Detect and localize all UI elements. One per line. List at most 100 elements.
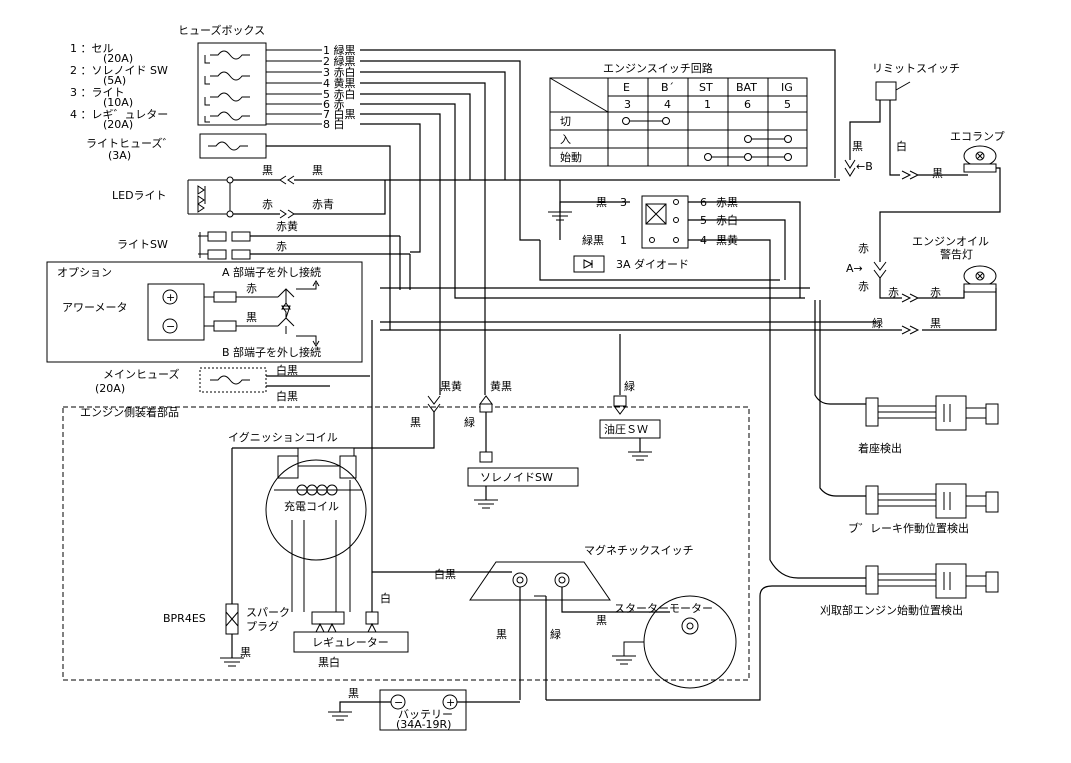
magnetic-wire-white-black: 白黒 (434, 567, 456, 581)
spark-plug-model: BPR4ES (163, 612, 206, 625)
sensor-seat: 着座検出 (814, 300, 999, 455)
regulator-label: レギュレーター (312, 636, 389, 649)
oil-lamp-wire-red-3: 赤 (888, 286, 899, 299)
limit-switch: リミットスイッチ 黒 白 ←B (844, 62, 968, 180)
charge-coil-label: 充電コイル (284, 499, 339, 513)
hour-meter-minus-wire: 黒 (246, 311, 257, 324)
key-switch: 3 黒 1 緑黒 6 赤黒 5 赤白 4 黒黄 (548, 195, 801, 560)
switch-col-st: ST (699, 81, 713, 94)
hour-meter-minus: − (166, 320, 175, 333)
main-fuse-amp: (20A) (95, 382, 125, 395)
limit-switch-marker-b: ←B (856, 160, 873, 173)
terminal-8: 8 白 (323, 117, 345, 131)
starter-motor: スターターモーター 黒 (596, 595, 737, 689)
wire-black: 黒 (410, 416, 421, 429)
battery-wire: 黒 (348, 687, 359, 700)
switch-connections (622, 117, 792, 161)
main-fuse-wire-top: 白黒 (276, 363, 298, 377)
terminal-1: 1 緑黒 (323, 43, 356, 57)
sensor-reaper-label: 刈取部エンジン始動位置検出 (820, 603, 963, 617)
regulator-wire: 黒白 (318, 655, 340, 669)
fuse-symbols (204, 50, 250, 123)
option-title: オプション (57, 266, 112, 279)
option-note-a: A 部端子を外し接続 (222, 265, 321, 279)
sensor-brake-label: ブ゛レーキ作動位置検出 (848, 521, 969, 535)
oil-lamp-wire-red-1: 赤 (858, 242, 869, 255)
starter-wire: 黒 (596, 614, 607, 627)
fuse-legend-1-amp: (20A) (103, 52, 133, 65)
light-sw-wire: 赤 (276, 240, 287, 253)
battery: − + バッテリー (34A-19R) 黒 (328, 585, 866, 731)
option-note-b: B 部端子を外し接続 (222, 345, 321, 359)
fuse-box: ヒューズボックス 1 ：セル (20A) 2 ：ソレノイド SW (5A) 3 … (70, 23, 356, 131)
switch-num-b: 4 (664, 98, 671, 111)
engine-switch-table: エンジンスイッチ回路 E B´ ST BAT IG 3 4 1 6 5 切 入 … (549, 62, 808, 167)
light-fuse: ライトヒューズ゛ (3A) (86, 133, 391, 330)
hour-meter-plus: + (166, 291, 175, 304)
spark-plug-label-2: プラグ (246, 619, 279, 633)
oil-sw-label: 油圧ＳＷ (604, 422, 648, 436)
connector-a-icon (277, 280, 320, 310)
led-wire-black-1: 黒 (262, 164, 273, 177)
oil-lamp-wire-green: 緑 (872, 316, 883, 330)
fuse-legend-1: 1 ：セル (70, 42, 114, 55)
light-fuse-amp: (3A) (108, 149, 131, 162)
magnetic-wire-black: 黒 (496, 628, 507, 641)
switch-col-e: E (623, 81, 630, 94)
hour-meter-plus-wire: 赤 (246, 282, 257, 295)
wire-yellow-black: 黄黒 (490, 379, 512, 393)
fuse-terminals: 1 緑黒 2 緑黒 3 赤白 4 黄黒 5 赤白 6 赤 7 白黒 8 白 (266, 43, 356, 131)
battery-plus: + (446, 696, 455, 709)
led-wire-black-2: 黒 (312, 164, 323, 177)
terminal-6: 6 赤 (323, 98, 345, 111)
oil-lamp-wire-red-2: 赤 (858, 280, 869, 293)
oil-lamp-label-2: 警告灯 (940, 247, 973, 261)
eco-lamp-label: エコランプ (950, 130, 1005, 143)
terminal-2: 2 緑黒 (323, 54, 356, 68)
option-box: オプション A 部端子を外し接続 B 部端子を外し接続 アワーメータ + − 赤… (46, 261, 363, 363)
diode-label: 3A ダイオード (616, 257, 689, 271)
fuse-output-wires (360, 49, 836, 395)
switch-num-bat: 6 (744, 98, 751, 111)
oil-lamp-wire-red-4: 赤 (930, 286, 941, 299)
spark-plug-ground: 黒 (240, 646, 251, 659)
switch-col-ig: IG (781, 81, 793, 94)
fuse-legend-2: 2 ：ソレノイド SW (70, 64, 168, 77)
key-left-num-1: 1 (620, 234, 627, 247)
light-switch: ライトSW 赤 (117, 231, 410, 260)
led-emitter-icon (197, 185, 206, 213)
fuse-legend-3: 3 ：ライト (70, 86, 125, 99)
oil-lamp-wire-black: 黒 (930, 317, 941, 330)
oil-pressure-switch: 緑 油圧ＳＷ (599, 379, 661, 461)
engine-parts: エンジン側装着部品 黒黄 黒 黄黒 緑 ソレノイドSW 緑 油圧ＳＷ (62, 320, 750, 700)
regulator: 白 レギュレーター 黒白 (293, 320, 409, 669)
led-wire-red-yellow: 赤黄 (276, 219, 298, 233)
led-light: LEDライト 黒 黒 赤 赤青 赤黄 (112, 164, 840, 233)
switch-col-bat: BAT (736, 81, 757, 94)
spark-plug-label-1: スパーク (246, 606, 290, 619)
battery-label: バッテリー (398, 708, 453, 721)
sensor-brake: ブ゛レーキ作動位置検出 (819, 300, 999, 535)
engine-title: エンジン側装着部品 (80, 405, 179, 419)
terminal-4: 4 黄黒 (323, 76, 356, 90)
led-wire-red-blue: 赤青 (312, 198, 334, 211)
fusebox-title: ヒューズボックス (178, 23, 265, 37)
light-fuse-label: ライトヒューズ゛ (86, 136, 173, 150)
sensor-reaper: 刈取部エンジン始動位置検出 (769, 559, 999, 617)
ignition-coil-label: イグニッションコイル (228, 430, 338, 444)
wire-black-yellow: 黒黄 (440, 379, 462, 393)
key-left-wire-1: 緑黒 (582, 233, 604, 247)
magnetic-wire-green: 緑 (550, 627, 561, 641)
diode: 3A ダイオード (539, 180, 780, 281)
switch-num-st: 1 (704, 98, 711, 111)
fuse-legend-3-amp: (10A) (103, 96, 133, 109)
sensor-seat-label: 着座検出 (858, 441, 902, 455)
bus-wires (380, 236, 880, 395)
main-fuse-wire-bot: 白黒 (276, 389, 298, 403)
switch-col-b: B´ (661, 81, 674, 94)
wire-green: 緑 (464, 415, 475, 429)
switch-num-e: 3 (624, 98, 631, 111)
oil-sw-wire: 緑 (624, 379, 635, 393)
switch-row-off: 切 (560, 115, 571, 128)
